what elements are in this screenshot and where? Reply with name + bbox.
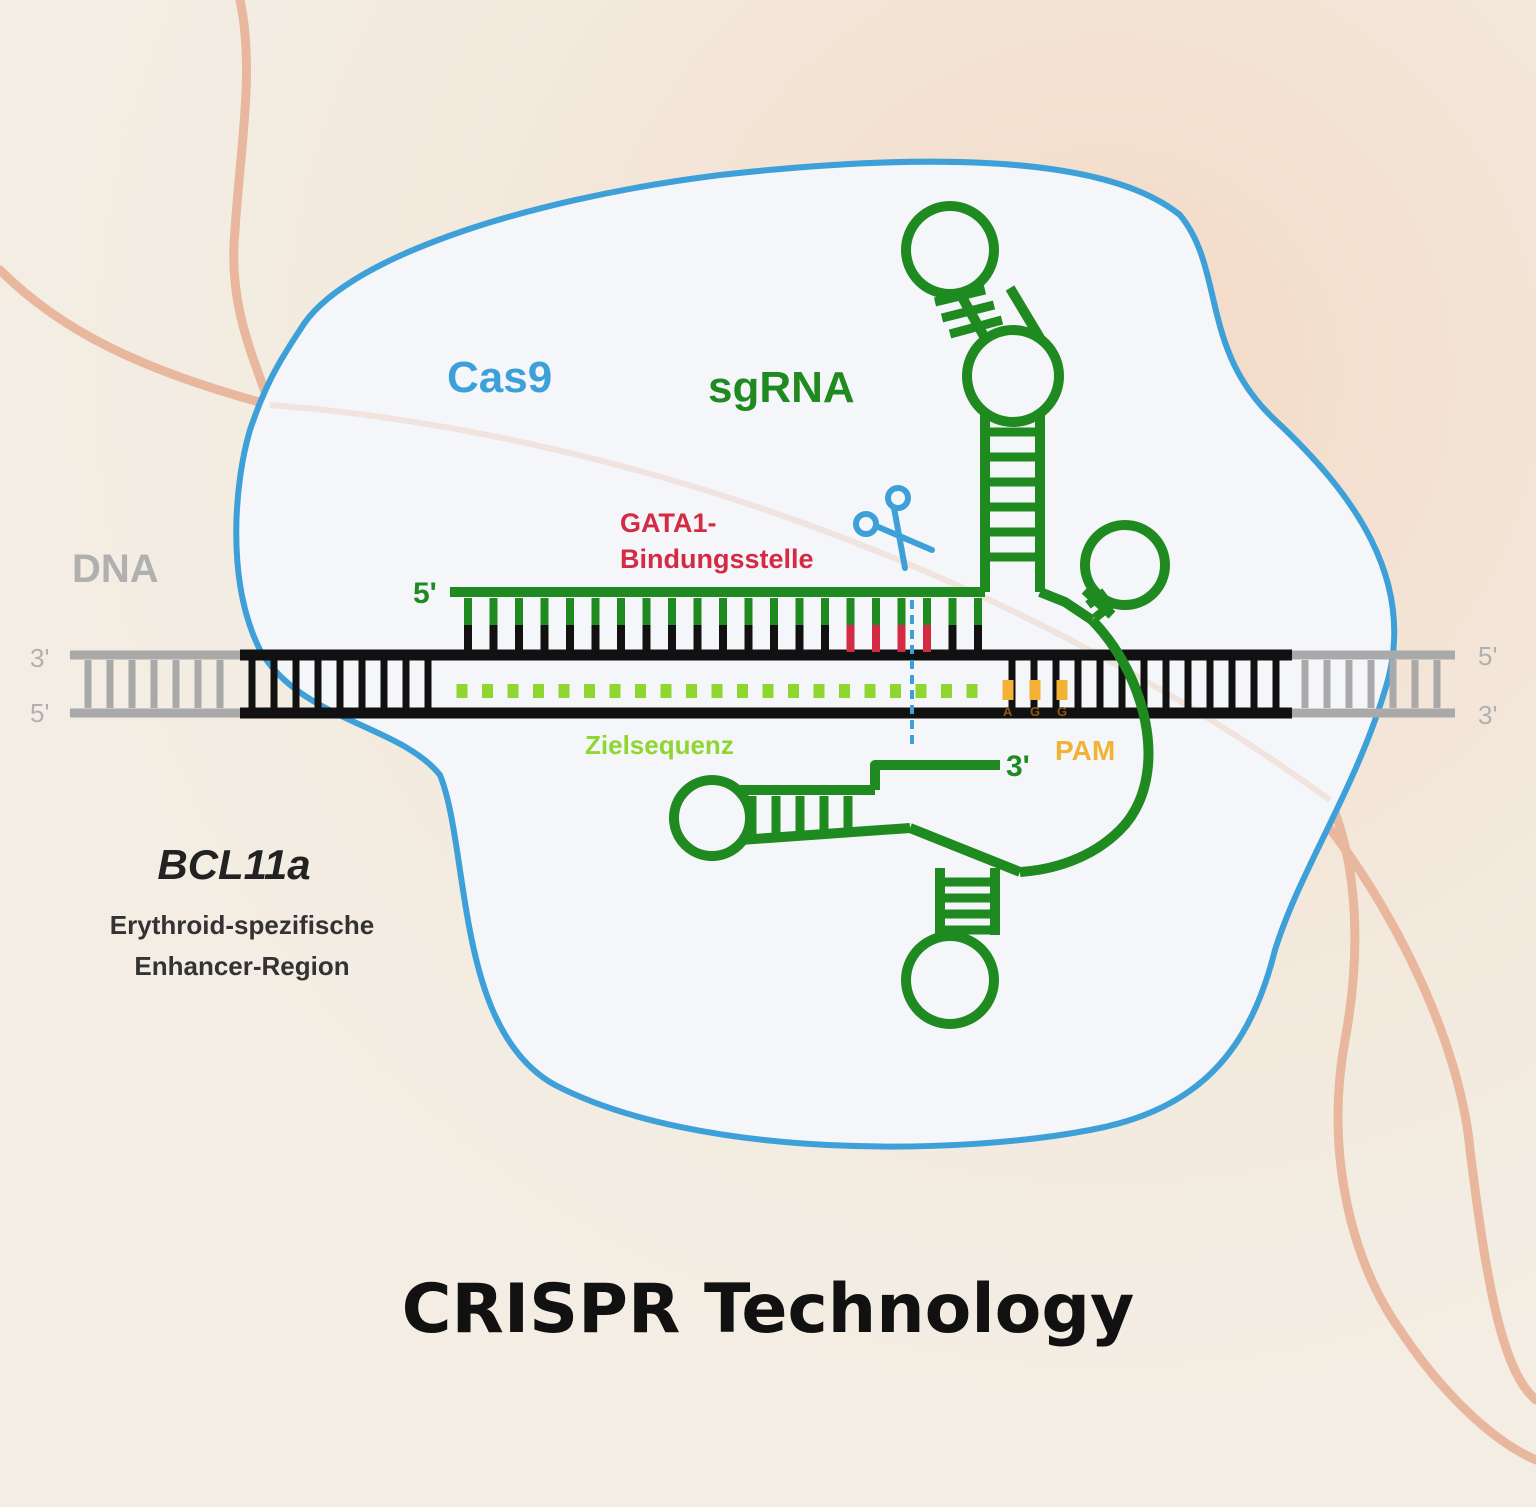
spacer-pairing: [464, 598, 982, 652]
dna-label: DNA: [72, 547, 159, 591]
stem-rung: [940, 300, 996, 323]
sgrna-stem-rungs: [747, 285, 1115, 935]
dna-left-top-end: 3': [30, 643, 49, 673]
decorative-lines: [0, 0, 1536, 1465]
stem-rung: [933, 285, 987, 307]
pam-base-3: G: [1057, 704, 1067, 719]
sgrna-5prime-label: 5': [413, 577, 437, 610]
dna-left-bottom-end: 5': [30, 698, 49, 728]
decor-line-inside: [269, 402, 1332, 803]
dna-left-flank: [70, 650, 242, 718]
stem-rung: [1085, 588, 1108, 609]
gene-label: BCL11a: [157, 841, 310, 888]
region-label-line1: Erythroid-spezifische: [110, 910, 374, 940]
dna-right-bottom-end: 3': [1478, 700, 1497, 730]
dna-right-top-end: 5': [1478, 641, 1497, 671]
stem-rung: [1092, 600, 1115, 622]
gata1-label-line1: GATA1-: [620, 508, 717, 538]
cas9-label: Cas9: [447, 353, 552, 402]
pam-sites: [1002, 680, 1068, 700]
region-label-line2: Enhancer-Region: [134, 951, 349, 981]
target-sequence: [456, 684, 978, 698]
page-title: CRISPR Technology: [402, 1270, 1135, 1349]
gata1-label-line2: Bindungsstelle: [620, 544, 814, 574]
pam-label: PAM: [1055, 735, 1115, 766]
pam-base-2: G: [1030, 704, 1040, 719]
sgrna-3prime-label: 3': [1006, 750, 1030, 783]
stem-rung: [948, 315, 1004, 339]
scissors-icon: [853, 485, 935, 571]
sgrna-label: sgRNA: [708, 363, 855, 412]
pam-base-1: A: [1003, 704, 1013, 719]
dna-right-flank: [1292, 650, 1455, 718]
zielsequenz-label: Zielsequenz: [585, 730, 734, 760]
